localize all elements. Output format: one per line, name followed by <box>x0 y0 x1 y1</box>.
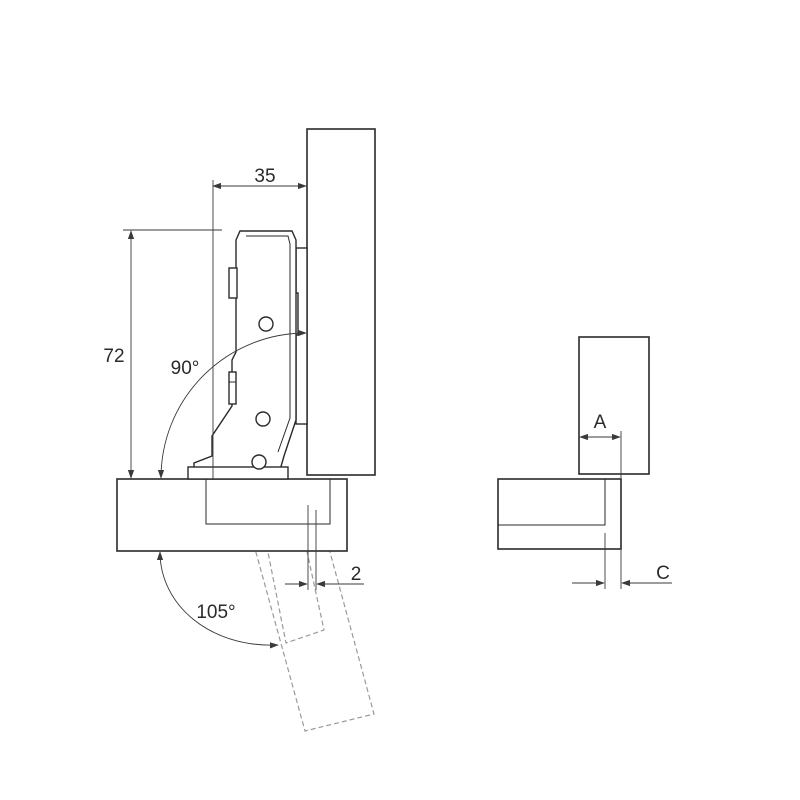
dimension-a: A <box>579 412 622 479</box>
dimension-gap-label: 2 <box>351 564 362 585</box>
cup-flange <box>187 466 289 480</box>
hinge-arm <box>193 230 297 471</box>
door-panel <box>116 478 348 552</box>
detail-side-panel <box>578 336 650 475</box>
main-view: 35 72 90° 105° 2 <box>103 128 376 732</box>
angle-105: 105° <box>156 551 279 649</box>
rivet-upper <box>258 316 274 332</box>
angle-105-label: 105° <box>196 602 235 623</box>
dimension-gap: 2 <box>285 505 364 590</box>
detail-view: A C <box>497 336 672 589</box>
rivet-middle <box>255 411 271 427</box>
rivet-lower <box>251 454 267 470</box>
dimension-height-label: 72 <box>103 346 124 367</box>
dimension-width-label: 35 <box>254 166 275 187</box>
detail-door <box>497 478 622 550</box>
dimension-c: C <box>572 533 672 589</box>
dimension-c-label: C <box>656 563 670 584</box>
angle-90-label: 90° <box>171 358 200 379</box>
dimension-height: 72 <box>103 229 222 479</box>
angle-90: 90° <box>157 329 307 479</box>
cabinet-side-panel <box>306 128 376 476</box>
cup-recess <box>205 479 331 525</box>
dimension-a-label: A <box>594 412 607 433</box>
